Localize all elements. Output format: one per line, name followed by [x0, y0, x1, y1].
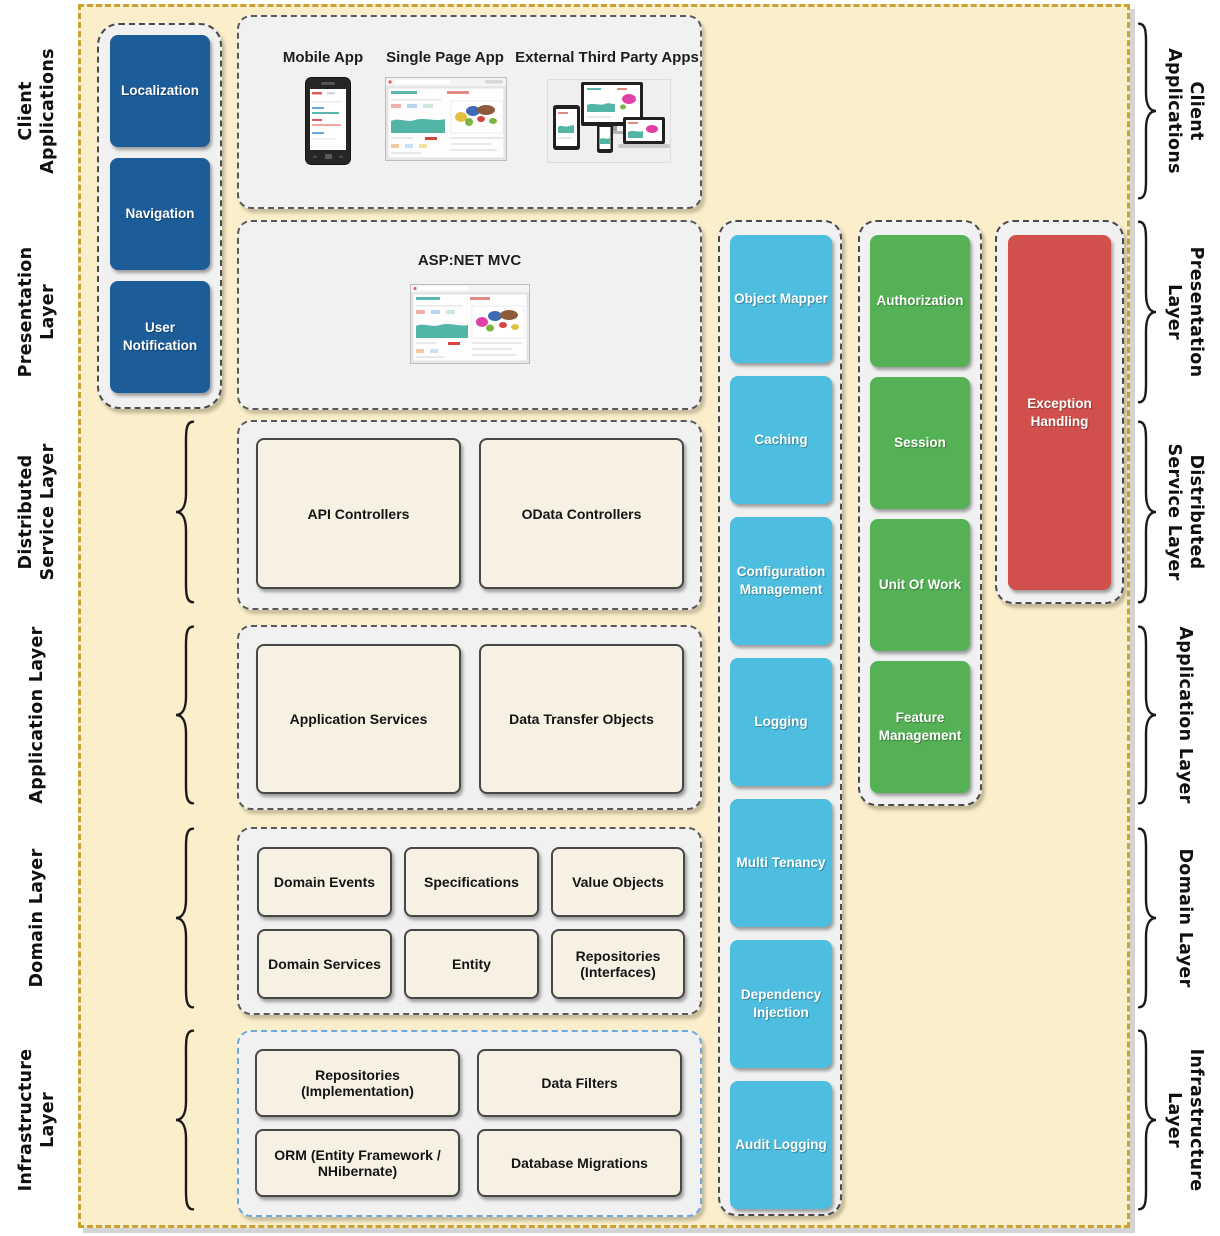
sidebar-box-navigation: Navigation: [110, 158, 210, 270]
section-application: Application Services Data Transfer Objec…: [237, 625, 702, 810]
external-apps-devices-graphic: [547, 79, 671, 163]
mobile-phone-graphic: [305, 77, 351, 165]
pill-multi-tenancy: Multi Tenancy: [730, 799, 832, 927]
brace-right-presentation: [1134, 218, 1162, 406]
pill-exception-handling: Exception Handling: [1008, 235, 1111, 590]
section-client-applications: Mobile App Single Page App External Thir…: [237, 15, 702, 209]
box-repositories-implementation: Repositories (Implementation): [255, 1049, 460, 1117]
box-value-objects: Value Objects: [551, 847, 685, 917]
layer-label-right-infrastructure: Infrastructure Layer: [1164, 1048, 1206, 1192]
box-database-migrations: Database Migrations: [477, 1129, 682, 1197]
layer-label-right-domain: Domain Layer: [1174, 848, 1195, 988]
layer-label-left-client: Client Applications: [16, 48, 58, 174]
layer-label-right-client: Client Applications: [1164, 48, 1206, 174]
mobile-app-label: Mobile App: [282, 49, 364, 66]
layer-label-right-application: Application Layer: [1174, 626, 1195, 804]
brace-left-domain: [170, 825, 198, 1011]
box-odata-controllers: OData Controllers: [479, 438, 684, 589]
section-presentation: ASP:NET MVC: [237, 220, 702, 410]
layer-label-right-distributed: Distributed Service Layer: [1164, 443, 1206, 581]
box-repositories-interfaces: Repositories (Interfaces): [551, 929, 685, 999]
brace-left-infrastructure: [170, 1027, 198, 1213]
pill-caching: Caching: [730, 376, 832, 504]
box-api-controllers: API Controllers: [256, 438, 461, 589]
pill-object-mapper: Object Mapper: [730, 235, 832, 363]
pill-authorization: Authorization: [870, 235, 970, 367]
layer-label-left-application: Application Layer: [27, 626, 48, 804]
single-page-app-graphic: [385, 77, 507, 161]
single-page-app-label: Single Page App: [386, 49, 504, 66]
brace-right-infrastructure: [1134, 1027, 1162, 1213]
brace-right-distributed: [1134, 418, 1162, 606]
brace-left-distributed: [170, 418, 198, 606]
pill-unit-of-work: Unit Of Work: [870, 519, 970, 651]
pill-dependency-injection: Dependency Injection: [730, 940, 832, 1068]
box-application-services: Application Services: [256, 644, 461, 794]
layer-label-left-presentation: Presentation Layer: [16, 246, 58, 378]
crosscut-column-red: Exception Handling: [995, 220, 1124, 604]
brace-right-domain: [1134, 825, 1162, 1011]
pill-logging: Logging: [730, 658, 832, 786]
layer-label-left-domain: Domain Layer: [27, 848, 48, 988]
layer-label-right-presentation: Presentation Layer: [1164, 246, 1206, 378]
section-distributed-service: API Controllers OData Controllers: [237, 420, 702, 610]
sidebar-box-localization: Localization: [110, 35, 210, 147]
section-domain: Domain Events Specifications Value Objec…: [237, 827, 702, 1015]
box-data-transfer-objects: Data Transfer Objects: [479, 644, 684, 794]
section-infrastructure: Repositories (Implementation) Data Filte…: [237, 1030, 702, 1217]
crosscut-column-green: Authorization Session Unit Of Work Featu…: [858, 220, 982, 806]
box-entity: Entity: [404, 929, 539, 999]
layer-label-left-distributed: Distributed Service Layer: [16, 443, 58, 581]
external-apps-label: External Third Party Apps: [515, 49, 699, 66]
aspnet-mvc-graphic: [410, 284, 530, 364]
pill-configuration-management: Configuration Management: [730, 517, 832, 645]
brace-right-client: [1134, 20, 1162, 202]
brace-right-application: [1134, 623, 1162, 807]
client-sidebar-group: Localization Navigation User Notificatio…: [97, 23, 222, 409]
layer-label-left-infrastructure: Infrastructure Layer: [16, 1048, 58, 1192]
box-orm: ORM (Entity Framework / NHibernate): [255, 1129, 460, 1197]
pill-session: Session: [870, 377, 970, 509]
sidebar-box-user-notification: User Notification: [110, 281, 210, 393]
pill-feature-management: Feature Management: [870, 661, 970, 793]
box-specifications: Specifications: [404, 847, 539, 917]
pill-audit-logging: Audit Logging: [730, 1081, 832, 1209]
aspnet-mvc-label: ASP:NET MVC: [417, 252, 522, 269]
brace-left-application: [170, 623, 198, 807]
box-data-filters: Data Filters: [477, 1049, 682, 1117]
crosscut-column-cyan: Object Mapper Caching Configuration Mana…: [718, 220, 842, 1216]
box-domain-services: Domain Services: [257, 929, 392, 999]
box-domain-events: Domain Events: [257, 847, 392, 917]
